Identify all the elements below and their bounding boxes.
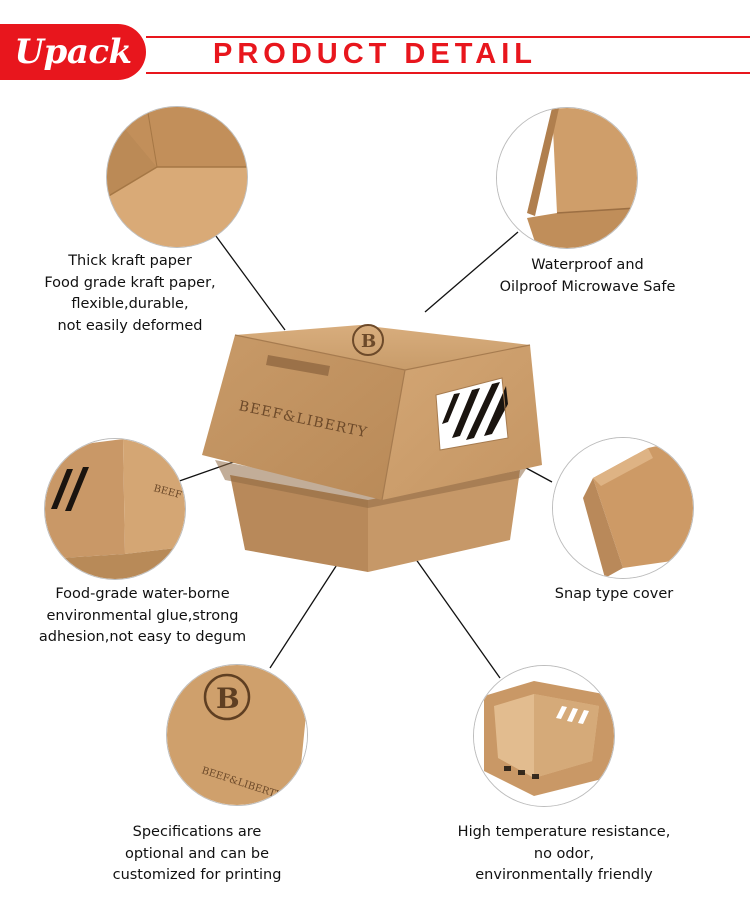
snap-cover-closeup [552, 437, 694, 579]
caption-line: High temperature resistance, [457, 824, 671, 840]
caption-line: Snap type cover [554, 586, 674, 602]
caption-line: Thick kraft paper [68, 253, 192, 269]
caption-line: Waterproof and [531, 257, 644, 273]
page-title: PRODUCT DETAIL [212, 38, 537, 70]
caption-line: Food grade kraft paper, [44, 274, 216, 291]
caption-line: flexible,durable, [71, 296, 189, 312]
caption-waterproof: Waterproof and Oilproof Microwave Safe [475, 255, 700, 298]
kraft-paper-closeup [106, 106, 248, 248]
caption-line: optional and can be [124, 845, 270, 862]
caption-heat-resistance: High temperature resistance, no odor, en… [445, 822, 683, 887]
caption-snap-cover: Snap type cover [520, 584, 708, 606]
caption-line: Specifications are [132, 824, 262, 840]
caption-line: environmental glue,strong [46, 607, 239, 624]
caption-line: customized for printing [112, 867, 282, 883]
printing-closeup: B BEEF&LIBERTY [166, 664, 308, 806]
brand-logo: Upack [0, 24, 146, 80]
burger-box-image: B BEEF&LIBERTY [202, 324, 542, 572]
brand-logo-text: Upack [14, 32, 132, 72]
caption-glue: Food-grade water-borne environmental glu… [20, 584, 265, 649]
caption-line: no odor, [533, 845, 595, 862]
caption-line: Food-grade water-borne [55, 586, 230, 602]
glue-closeup: BEEF [44, 438, 186, 580]
box-emblem: B [361, 331, 376, 352]
caption-line: environmentally friendly [475, 867, 653, 883]
svg-text:B: B [216, 682, 240, 715]
header-rule-bottom [146, 72, 750, 74]
header-rule-top [146, 36, 750, 38]
caption-line: Oilproof Microwave Safe [499, 278, 676, 295]
caption-line: not easily deformed [57, 317, 203, 334]
caption-kraft-paper: Thick kraft paper Food grade kraft paper… [20, 251, 240, 337]
caption-printing: Specifications are optional and can be c… [92, 822, 302, 887]
heat-resistance-closeup [473, 665, 615, 807]
waterproof-closeup [496, 107, 638, 249]
caption-line: adhesion,not easy to degum [38, 629, 247, 645]
